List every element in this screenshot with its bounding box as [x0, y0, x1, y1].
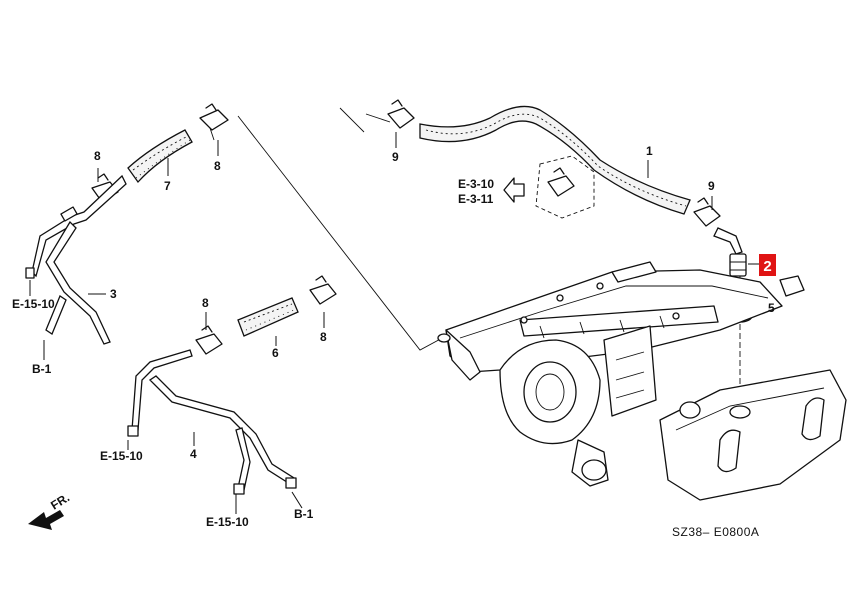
ref-b-1-upper[interactable]: B-1 — [32, 362, 52, 376]
diagram-code: SZ38– E0800A — [672, 525, 759, 539]
callout-8a: 8 — [94, 149, 101, 163]
callout-3: 3 — [110, 287, 117, 301]
clamp-8-upper-right[interactable] — [199, 103, 229, 141]
clamp-9-right[interactable] — [693, 197, 721, 227]
clamp-8-lower-right[interactable] — [309, 275, 337, 305]
leader-b1-lower — [291, 491, 303, 509]
reference-arrow — [503, 177, 525, 203]
pipe-4[interactable] — [127, 349, 297, 495]
ref-e-15-10-lower[interactable]: E-15-10 — [206, 515, 249, 529]
callout-2: 2 — [763, 258, 771, 275]
hose-6[interactable] — [237, 297, 299, 337]
callout-1: 1 — [646, 144, 653, 158]
assembly-guide-line — [237, 115, 447, 351]
front-direction-arrow: FR. — [28, 490, 72, 530]
ref-e-3-11[interactable]: E-3-11 — [458, 192, 494, 206]
hose-7[interactable] — [127, 129, 193, 184]
ref-e-3-10[interactable]: E-3-10 — [458, 177, 494, 191]
ref-b-1-lower[interactable]: B-1 — [294, 507, 314, 521]
callout-6: 6 — [272, 346, 279, 360]
callout-5: 5 — [768, 301, 775, 315]
clamp-reference-box — [535, 155, 595, 219]
front-label: FR. — [48, 490, 72, 512]
intake-manifold — [437, 261, 847, 501]
pipe-3[interactable] — [25, 174, 127, 345]
callout-9a: 9 — [392, 150, 399, 164]
callout-4: 4 — [190, 447, 197, 461]
ref-e-15-10-upper[interactable]: E-15-10 — [12, 297, 55, 311]
callout-8c: 8 — [202, 296, 209, 310]
assembly-guide-line-top — [339, 107, 391, 133]
callout-8d: 8 — [320, 330, 327, 344]
highlight-callout-2[interactable]: 2 — [759, 254, 776, 276]
hose-1[interactable] — [419, 105, 691, 215]
pcv-elbow-hose[interactable] — [713, 227, 743, 255]
pcv-valve-part-2[interactable] — [729, 253, 747, 277]
callout-7: 7 — [164, 179, 171, 193]
ref-e-15-10-left[interactable]: E-15-10 — [100, 449, 143, 463]
callout-8b: 8 — [214, 159, 221, 173]
callout-9b: 9 — [708, 179, 715, 193]
clamp-8-lower-left[interactable] — [195, 325, 223, 355]
clamp-9-left[interactable] — [387, 99, 415, 129]
